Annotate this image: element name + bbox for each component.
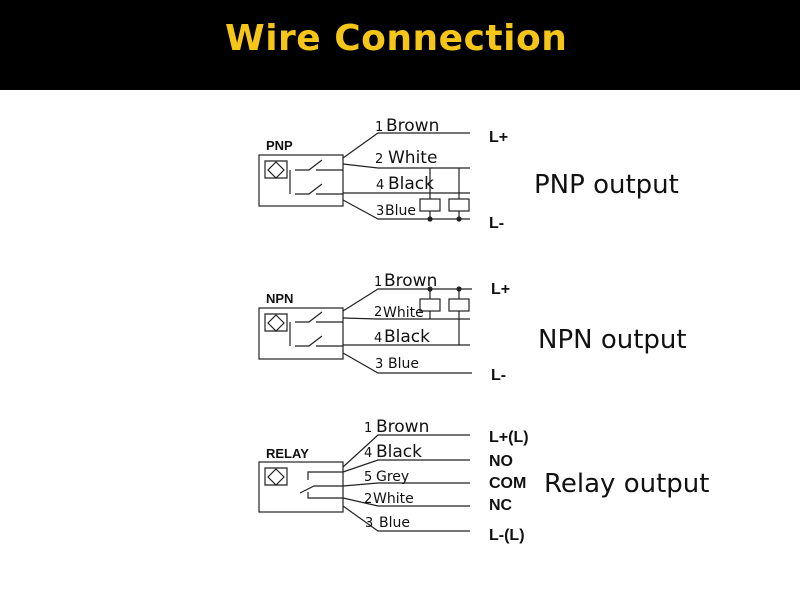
wire-label: White xyxy=(383,305,424,321)
wire-label: Blue xyxy=(388,356,419,372)
sensor-symbol-icon xyxy=(264,160,288,179)
wire-number: 3 xyxy=(376,204,384,219)
wire-number: 4 xyxy=(364,446,372,461)
wire-label: Blue xyxy=(385,203,416,219)
wire-label: Blue xyxy=(379,515,410,531)
wire-number: 2 xyxy=(375,152,383,167)
junction-dot xyxy=(427,286,433,292)
wire-number: 1 xyxy=(375,120,383,135)
wire-label: Grey xyxy=(376,469,409,485)
terminal-label: NC xyxy=(489,497,513,514)
terminal-label: COM xyxy=(489,475,526,492)
relay-block-label: RELAY xyxy=(266,446,309,461)
terminal-label: L- xyxy=(489,215,504,232)
terminal-label: L+ xyxy=(489,129,508,146)
junction-dot xyxy=(456,286,462,292)
load-icon xyxy=(448,298,470,312)
relay-diagram: RELAY 1 Brown 4 Black 5 Grey 2 White 3 B… xyxy=(258,417,709,544)
output-caption: NPN output xyxy=(538,325,687,355)
sensor-symbol-icon xyxy=(264,313,288,332)
output-caption: Relay output xyxy=(544,469,709,499)
wire-number: 4 xyxy=(374,331,382,346)
wire-number: 1 xyxy=(374,275,382,290)
wire-number: 2 xyxy=(364,492,372,507)
page-title: Wire Connection xyxy=(225,18,568,59)
wire-label: Black xyxy=(384,327,430,347)
npn-diagram: NPN 1 Brown 2 White 4 Black 3 Blue L+ L-… xyxy=(258,271,687,384)
pnp-block-label: PNP xyxy=(266,138,293,153)
load-icon xyxy=(419,198,441,212)
terminal-label: L- xyxy=(491,367,506,384)
relay-sensor-box xyxy=(258,461,344,513)
terminal-label: L+(L) xyxy=(489,429,529,446)
pnp-diagram: PNP 1 Brown 2 White 4 Black 3 Blue L+ xyxy=(258,116,679,232)
load-icon xyxy=(448,198,470,212)
wire-label: White xyxy=(388,148,437,168)
switch-contact-icon xyxy=(289,311,343,347)
wire-label: Brown xyxy=(376,417,429,437)
terminal-label: L+ xyxy=(491,281,510,298)
relay-contact-icon xyxy=(299,471,343,499)
terminal-label: NO xyxy=(489,453,513,470)
wire-number: 3 xyxy=(375,357,383,372)
wire-number: 1 xyxy=(364,421,372,436)
sensor-symbol-icon xyxy=(264,467,288,486)
wire-label: White xyxy=(373,491,414,507)
load-icon xyxy=(419,298,441,312)
junction-dot xyxy=(456,216,462,222)
header-banner: Wire Connection xyxy=(0,0,800,90)
wire-label: Brown xyxy=(384,271,437,291)
npn-sensor-box xyxy=(258,307,344,360)
junction-dot xyxy=(427,216,433,222)
wire-number: 5 xyxy=(364,470,372,485)
switch-contact-icon xyxy=(289,159,343,195)
wire-label: Black xyxy=(376,442,422,462)
wire-number: 3 xyxy=(365,516,373,531)
pnp-sensor-box xyxy=(258,154,344,207)
npn-block-label: NPN xyxy=(266,291,293,306)
wire-label: Black xyxy=(388,174,434,194)
wire-label: Brown xyxy=(386,116,439,136)
terminal-label: L-(L) xyxy=(489,527,525,544)
output-caption: PNP output xyxy=(534,170,679,200)
wire-number: 2 xyxy=(374,305,382,320)
wire-number: 4 xyxy=(376,178,384,193)
